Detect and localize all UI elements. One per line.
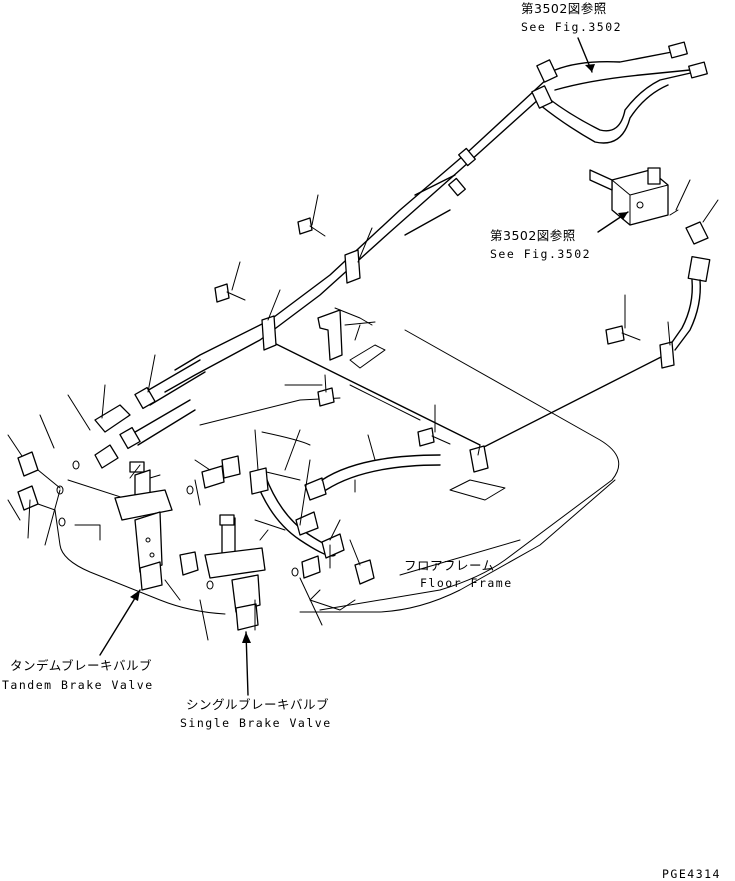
left-hoses	[17, 359, 299, 590]
single-valve-jp-label: シングルブレーキバルブ	[186, 697, 329, 712]
tandem-valve-jp-label: タンデムブレーキバルブ	[10, 658, 152, 673]
tandem-brake-valve	[114, 461, 173, 591]
top-right-fittings	[404, 41, 708, 236]
ref-mid-jp-label: 第3502図参照	[490, 228, 576, 243]
clamps-and-bolts	[214, 217, 489, 473]
floor-frame-jp-label: フロアフレーム	[404, 558, 495, 573]
leader-lines	[7, 179, 719, 641]
floor-frame-en-label: Floor Frame	[420, 576, 513, 590]
reference-arrows	[99, 37, 629, 696]
single-brake-valve	[179, 514, 266, 631]
brake-tubes	[164, 51, 696, 451]
ref-top-en-label: See Fig.3502	[521, 20, 622, 34]
ref-top-jp-label: 第3502図参照	[521, 1, 607, 16]
page-code-label: PGE4314	[662, 867, 721, 881]
centre-fittings	[201, 454, 441, 585]
ref-mid-en-label: See Fig.3502	[490, 247, 591, 261]
tandem-valve-en-label: Tandem Brake Valve	[2, 678, 154, 692]
single-valve-en-label: Single Brake Valve	[180, 716, 332, 730]
distributor-block	[589, 167, 711, 369]
